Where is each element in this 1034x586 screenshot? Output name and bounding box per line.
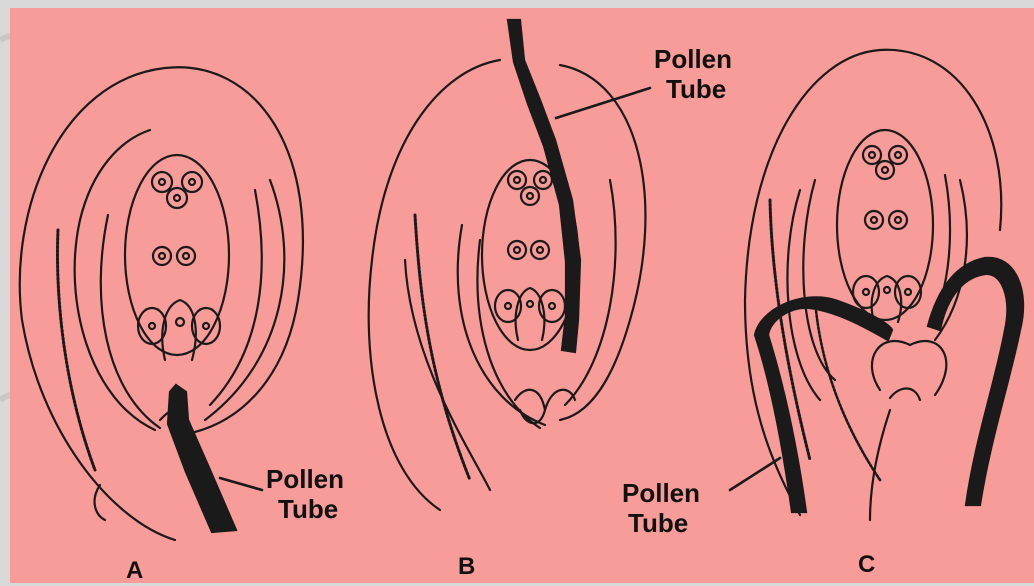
polar-nuclei-a [153, 247, 195, 265]
antipodals-a [138, 300, 220, 360]
pollen-tube-label-a: Pollen Tube [266, 464, 344, 524]
ovule-b [369, 20, 650, 510]
label-line1: Pollen [622, 478, 700, 508]
panel-letter-a: A [126, 556, 143, 586]
pollen-tube-c-left [755, 297, 892, 512]
pollen-tube-a [168, 385, 236, 532]
egg-apparatus-c [863, 146, 907, 179]
antipodals-b [495, 288, 565, 340]
ovule-c [730, 50, 1023, 520]
polar-nuclei-b [508, 241, 549, 259]
pollen-tube-label-c: Pollen Tube [622, 478, 700, 538]
label-line1: Pollen [266, 464, 344, 494]
egg-apparatus-b [508, 171, 552, 205]
polar-nuclei-c [865, 211, 907, 229]
ovule-a [20, 67, 303, 540]
panel-letter-b: B [458, 552, 475, 582]
label-line2: Tube [654, 74, 732, 104]
label-line1: Pollen [654, 44, 732, 74]
panel-letter-c: C [858, 550, 875, 580]
label-line2: Tube [622, 508, 700, 538]
egg-apparatus-a [152, 172, 202, 208]
label-line2: Tube [266, 494, 344, 524]
pollen-tube-label-b: Pollen Tube [654, 44, 732, 104]
